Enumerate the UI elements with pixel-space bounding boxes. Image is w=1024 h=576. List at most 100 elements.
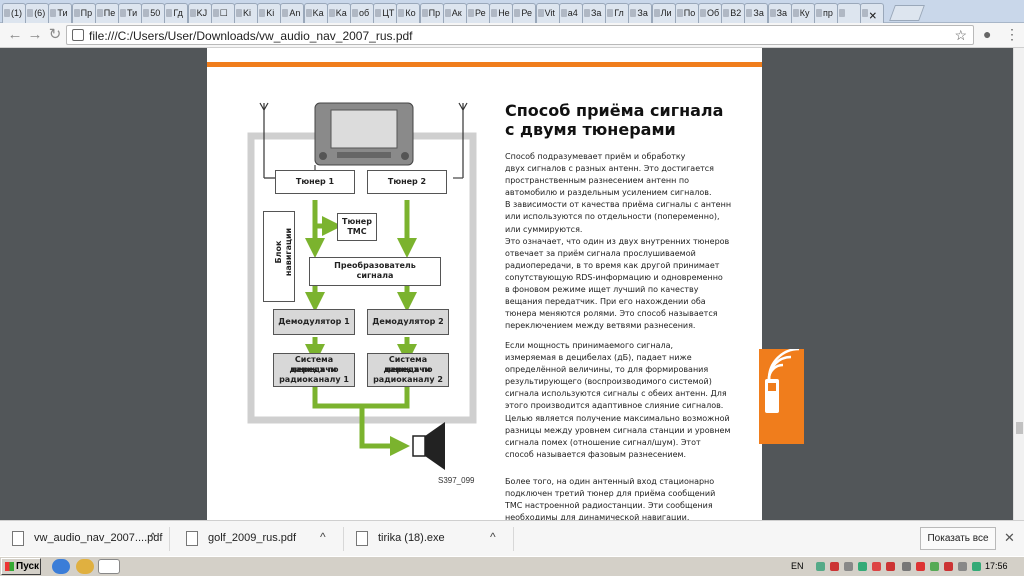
show-all-button[interactable]: Показать все (920, 527, 996, 550)
tab-label: An (289, 8, 301, 18)
bookmark-star-icon[interactable]: ☆ (954, 27, 967, 43)
radio-unit-icon (314, 102, 414, 166)
ie-icon[interactable] (52, 559, 70, 574)
tray-icon[interactable] (858, 562, 867, 571)
tray-icon[interactable] (886, 562, 895, 571)
converter-box (309, 257, 441, 286)
tray-icon[interactable] (816, 562, 825, 571)
address-bar[interactable]: file:///C:/Users/User/Downloads/vw_audio… (66, 25, 974, 45)
chevron-up-icon[interactable]: ^ (490, 530, 496, 544)
tab-favicon-icon (375, 9, 382, 17)
browser-tab[interactable]: a4 (558, 3, 583, 23)
browser-tab[interactable]: Не (489, 3, 514, 23)
tray-icon[interactable] (958, 562, 967, 571)
explorer-icon[interactable] (76, 559, 94, 574)
browser-tab[interactable]: Пр (71, 3, 96, 23)
forward-arrow-icon[interactable]: → (27, 26, 43, 43)
browser-tab[interactable]: Ре (466, 3, 490, 23)
browser-tab[interactable]: За (767, 3, 792, 23)
download-item[interactable]: vw_audio_nav_2007....pdf ^ (6, 527, 170, 551)
chrome-icon[interactable] (98, 559, 120, 574)
tab-favicon-icon (328, 9, 335, 17)
tab-favicon-icon (491, 9, 498, 17)
tab-label: 🗙 (869, 10, 877, 20)
tab-favicon-icon (560, 9, 567, 17)
browser-tab[interactable]: Ли (651, 3, 676, 23)
browser-tab[interactable]: Ак (442, 3, 467, 23)
browser-tab[interactable]: об (350, 3, 374, 23)
browser-tab[interactable]: Об (698, 3, 722, 23)
close-icon[interactable]: ✕ (1004, 530, 1015, 545)
language-indicator[interactable]: EN (791, 561, 804, 571)
browser-tab[interactable]: Ki (257, 3, 282, 23)
scrollbar-thumb[interactable] (1016, 422, 1023, 434)
download-item[interactable]: tirika (18).exe ^ (350, 527, 514, 551)
back-arrow-icon[interactable]: ← (7, 26, 23, 43)
tray-icon[interactable] (972, 562, 981, 571)
browser-tab[interactable]: An (280, 3, 305, 23)
tab-label: Ти (127, 8, 138, 18)
tab-label: Ак (451, 8, 462, 18)
browser-tab[interactable]: Ти (118, 3, 142, 23)
tab-favicon-icon (839, 9, 846, 17)
rds1-label-1: Система передачи (291, 355, 337, 374)
tray-icon[interactable] (830, 562, 839, 571)
nav-block-label-1: Блок (274, 240, 283, 264)
new-tab-button[interactable] (889, 5, 925, 21)
browser-tab[interactable]: Ко (396, 3, 421, 23)
tab-label: Ka (335, 8, 347, 18)
browser-tab[interactable]: По (674, 3, 699, 23)
browser-tab[interactable]: ☐ (210, 3, 235, 23)
orange-header-rule (207, 62, 762, 67)
browser-tab[interactable]: Ka (303, 3, 328, 23)
browser-tab[interactable]: Ти (48, 3, 73, 23)
browser-tab[interactable]: ЦТ (373, 3, 398, 23)
browser-tab[interactable]: Ki (234, 3, 258, 23)
tray-icon[interactable] (916, 562, 925, 571)
tray-icon[interactable] (844, 562, 853, 571)
antenna-left-icon (259, 102, 269, 178)
browser-tab[interactable]: (6) (25, 3, 50, 23)
tab-label: B2 (730, 8, 742, 18)
tab-label: 50 (150, 8, 161, 18)
heading-line-2: с двумя тюнерами (505, 120, 676, 139)
browser-tab[interactable]: Ka (326, 3, 351, 23)
browser-tab[interactable]: Ре (512, 3, 537, 23)
tab-favicon-icon (514, 9, 521, 17)
browser-tab[interactable]: 50 (141, 3, 166, 23)
browser-tab[interactable]: Vit (535, 3, 560, 23)
vertical-scrollbar[interactable] (1013, 48, 1024, 520)
tab-label: (1) (11, 8, 22, 18)
browser-tab[interactable]: Гл (605, 3, 630, 23)
browser-tab[interactable]: Ку (790, 3, 815, 23)
extension-icon[interactable]: ● (983, 26, 992, 42)
chevron-up-icon[interactable]: ^ (320, 530, 326, 544)
download-item[interactable]: golf_2009_rus.pdf ^ (180, 527, 344, 551)
browser-tab[interactable]: Пе (94, 3, 119, 23)
reload-icon[interactable]: ↻ (48, 26, 62, 43)
browser-tab[interactable]: За (744, 3, 769, 23)
rds1-box (273, 353, 355, 387)
browser-tab[interactable]: B2 (721, 3, 746, 23)
browser-tab[interactable]: 🗙 (860, 3, 885, 23)
tab-favicon-icon (96, 9, 103, 17)
browser-tab[interactable]: пр (814, 3, 838, 23)
tray-icon[interactable] (872, 562, 881, 571)
browser-tab[interactable]: Пр (419, 3, 444, 23)
start-button[interactable]: Пуск (1, 558, 41, 575)
tab-favicon-icon (212, 9, 219, 17)
browser-tab[interactable]: За (628, 3, 653, 23)
browser-tab[interactable]: KJ (187, 3, 212, 23)
address-text[interactable]: file:///C:/Users/User/Downloads/vw_audio… (89, 29, 413, 43)
browser-tab[interactable]: За (582, 3, 606, 23)
tray-icon[interactable] (944, 562, 953, 571)
converter-label-1: Преобразователь (334, 261, 416, 270)
browser-tab[interactable]: (1) (2, 3, 26, 23)
browser-tab[interactable] (837, 3, 862, 23)
downloads-bar: vw_audio_nav_2007....pdf ^ golf_2009_rus… (0, 520, 1024, 556)
tray-icon[interactable] (930, 562, 939, 571)
chevron-up-icon[interactable]: ^ (150, 530, 156, 544)
browser-tab[interactable]: Гд (164, 3, 189, 23)
tray-icon[interactable] (902, 562, 911, 571)
menu-icon[interactable]: ⋮ (1005, 26, 1019, 42)
